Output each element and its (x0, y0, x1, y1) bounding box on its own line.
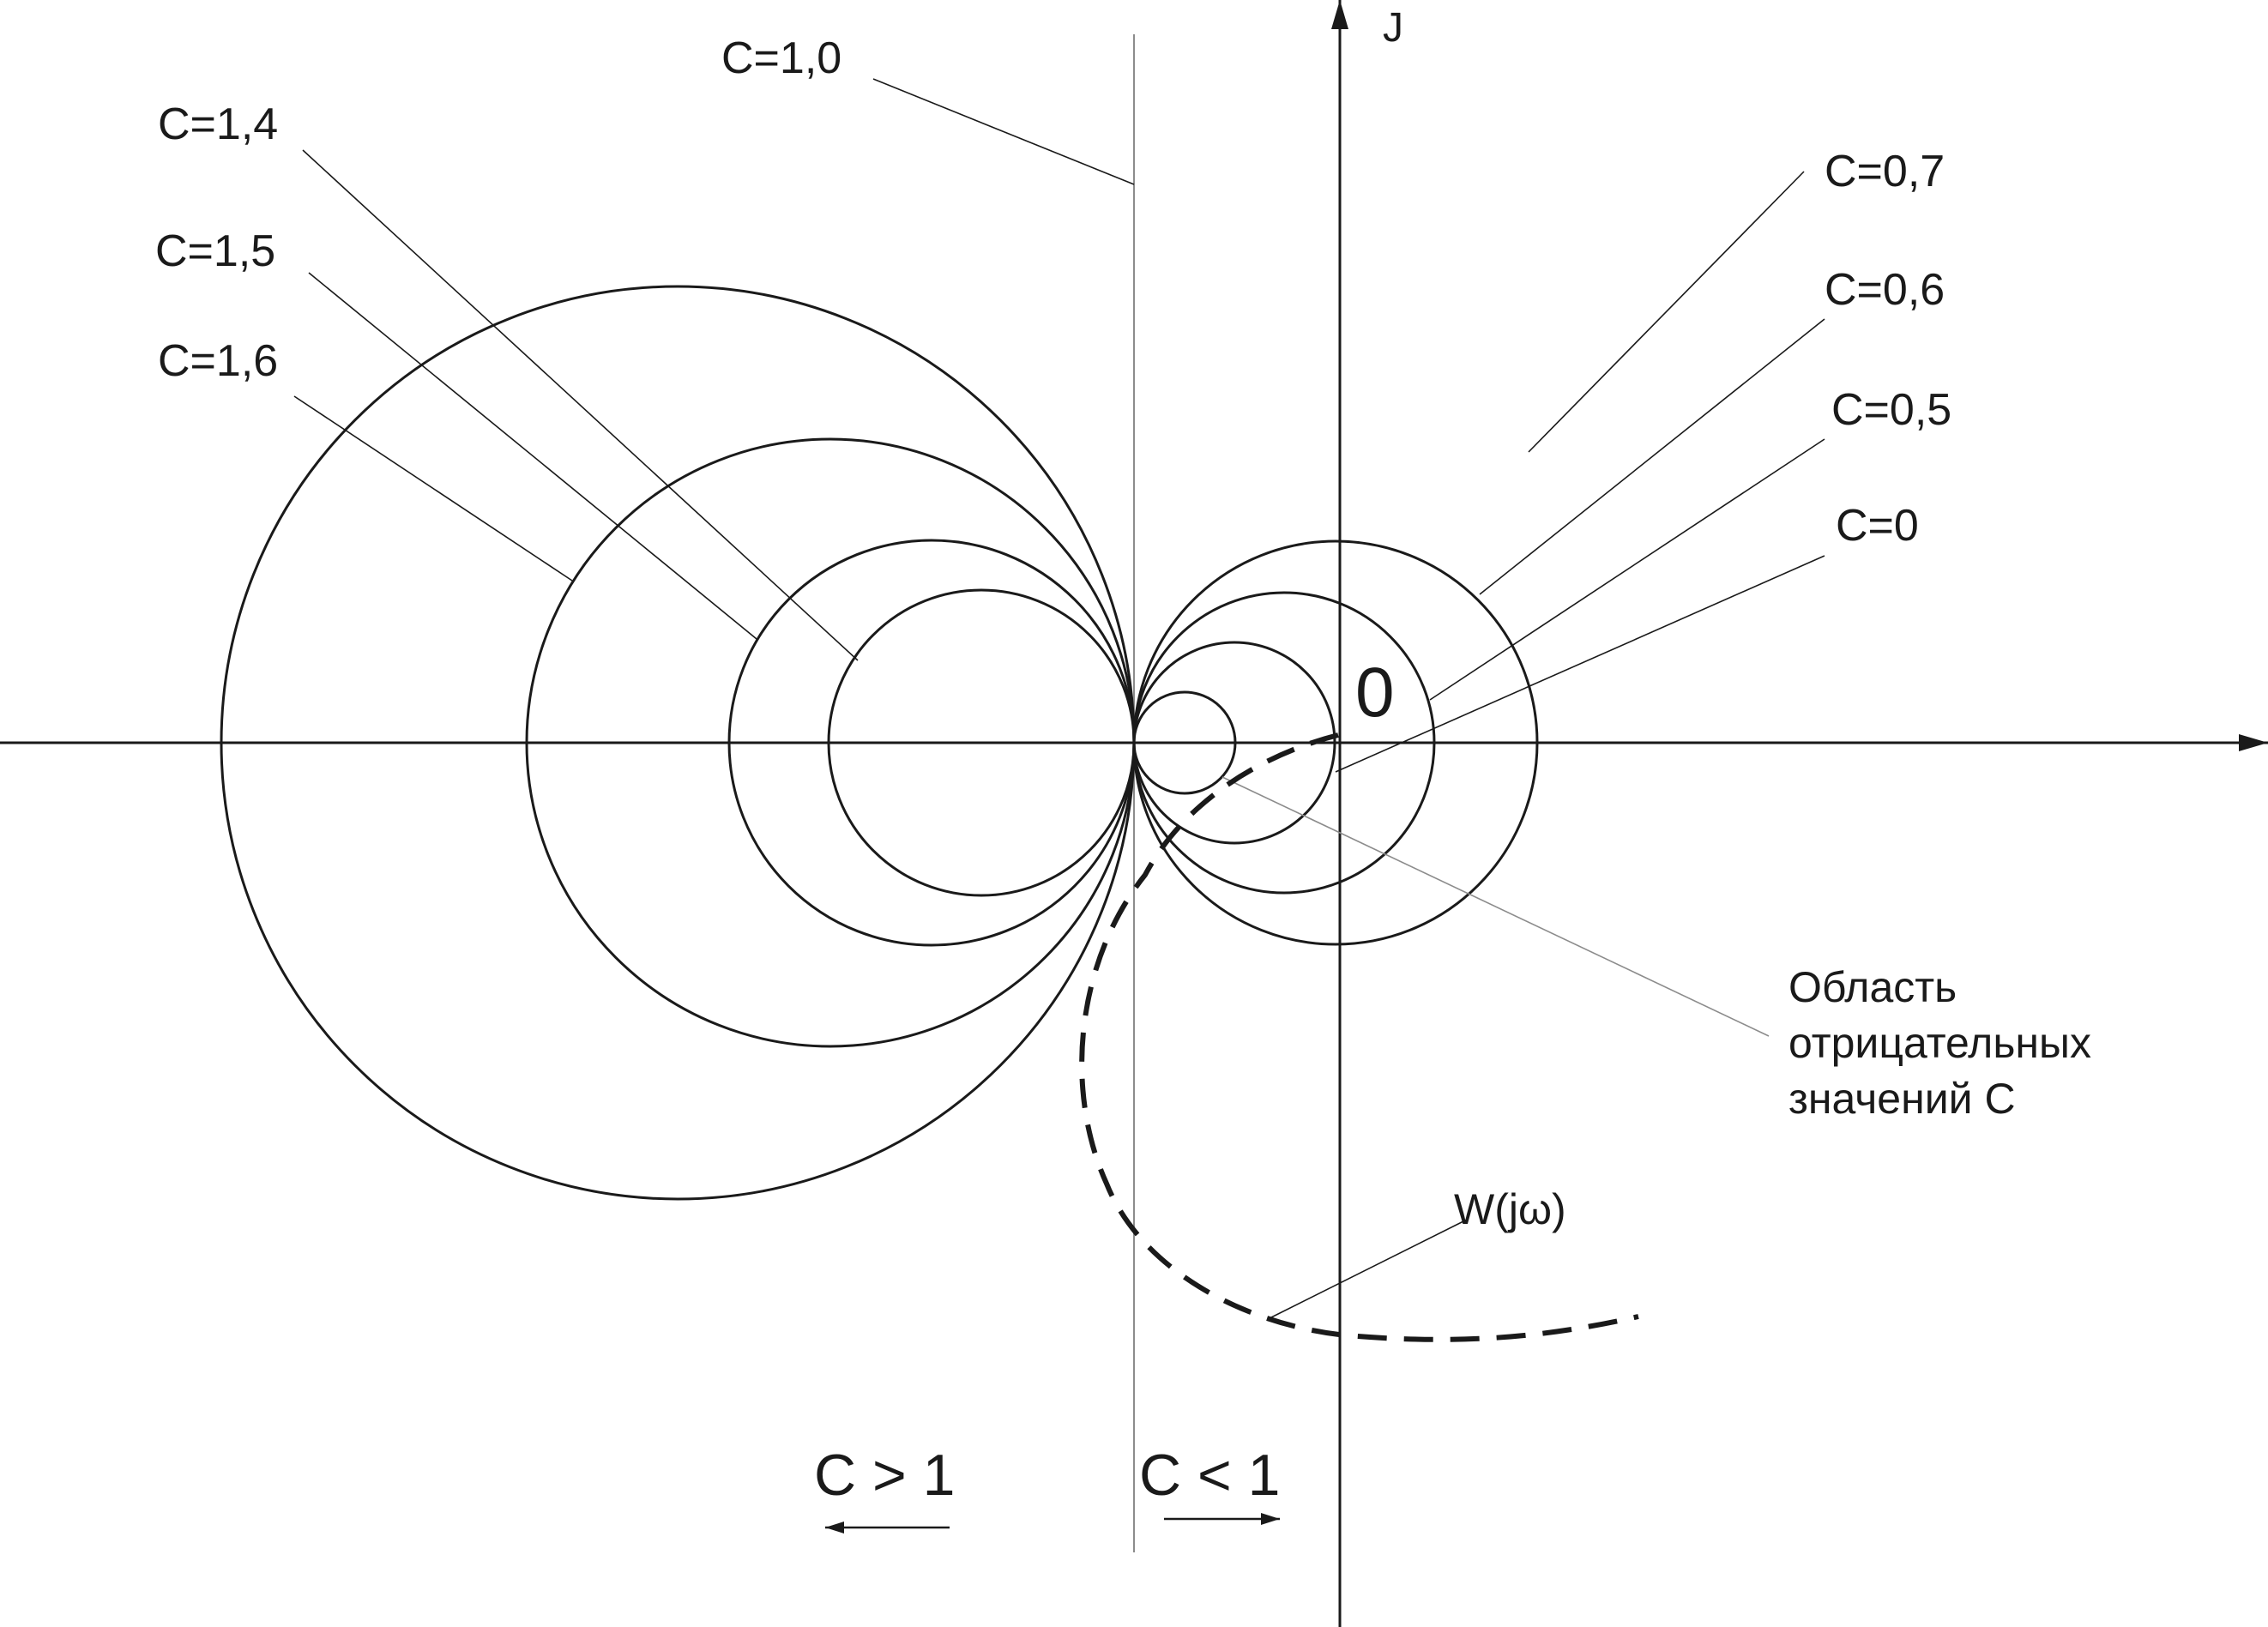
label-c-1-6: C=1,6 (158, 336, 278, 386)
leader-c-1-6 (293, 395, 573, 582)
leader-w-curve (1269, 1219, 1468, 1319)
leader-c-1-4 (302, 149, 859, 661)
label-c-1-4: C=1,4 (158, 99, 278, 149)
circle-c-0 (1132, 690, 1237, 795)
leader-negative-region (1221, 776, 1770, 1037)
negative-region-line-3: значений C (1788, 1075, 2016, 1123)
label-c-0-7: C=0,7 (1825, 147, 1945, 196)
c-less-1-label: C < 1 (1139, 1443, 1280, 1508)
leader-c-1-0 (872, 78, 1135, 185)
leader-c-1-5 (308, 272, 757, 640)
leader-c-0-5 (1429, 438, 1825, 701)
label-c-0-5: C=0,5 (1831, 385, 1951, 435)
leader-c-0-7 (1528, 171, 1805, 453)
negative-region-line-1: Область (1788, 963, 1957, 1011)
leader-c-0 (1335, 555, 1825, 773)
origin-label: 0 (1355, 654, 1395, 732)
imaginary-axis-label: J (1383, 5, 1403, 51)
w-jomega-curve (1079, 732, 1639, 1342)
label-c-1-5: C=1,5 (155, 226, 275, 276)
label-c-0-6: C=0,6 (1825, 265, 1945, 315)
negative-region-label: Область отрицательных значений C (1788, 963, 2103, 1123)
w-curve-label: W(jω) (1454, 1185, 1566, 1233)
negative-region-line-2: отрицательных (1788, 1019, 2091, 1067)
c-greater-1-label: C > 1 (814, 1443, 955, 1508)
label-c-0: C=0 (1836, 501, 1919, 551)
leader-c-0-6 (1479, 318, 1825, 595)
label-c-1-0: C=1,0 (721, 33, 841, 83)
